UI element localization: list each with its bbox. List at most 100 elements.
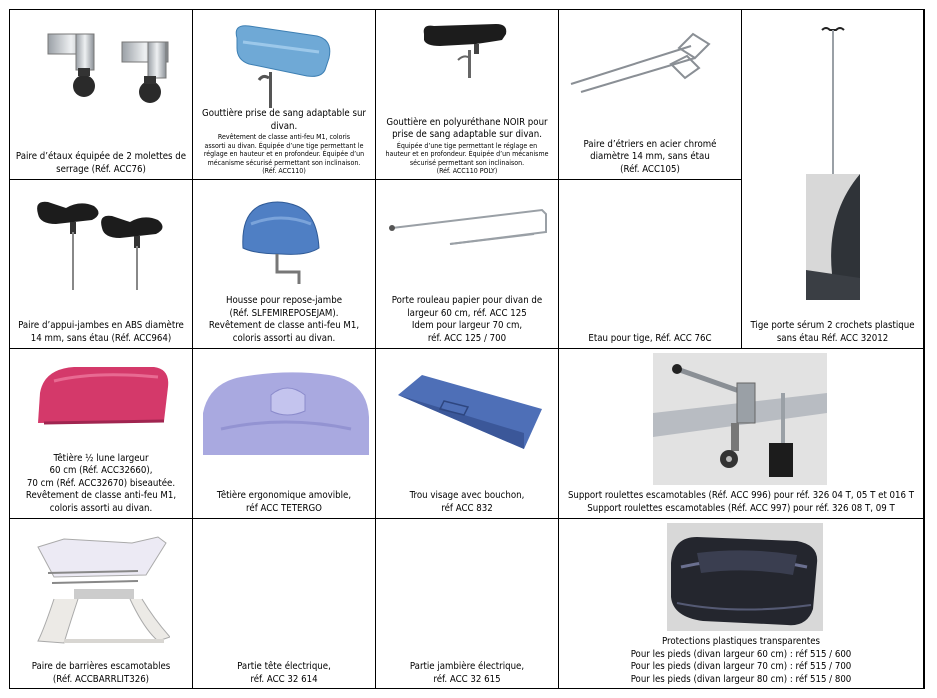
wheel-support-image	[653, 353, 827, 485]
caption-line: Paire de barrières escamotables	[31, 661, 171, 673]
caption-line: Têtière ergonomique amovible,	[216, 490, 352, 502]
caption-line: Revêtement de classe anti-feu M1,	[25, 490, 177, 502]
iv-pole-image	[802, 24, 862, 304]
leg-rest-cover-image	[237, 194, 327, 286]
cell-slfemireposejam: Housse pour repose-jambe(Réf. SLFEMIREPO…	[193, 180, 376, 349]
caption-line: réf. ACC 32 615	[433, 673, 501, 685]
retractable-barriers-image	[34, 533, 170, 645]
caption-line: assorti au divan. Équipée d’une tige per…	[204, 141, 364, 150]
cell-acc76c: Etau pour tige, Réf. ACC 76C	[559, 180, 742, 349]
vices-image	[38, 24, 178, 114]
caption-line: (Réf. ACCBARRLIT326)	[52, 673, 150, 685]
caption-line: Paire d’appui-jambes en ABS diamètre	[18, 320, 184, 332]
caption-line: sécurisé permettant son inclinaison.	[409, 158, 525, 167]
stirrups-image	[567, 28, 717, 98]
caption-line: 60 cm (Réf. ACC32660),	[49, 465, 153, 477]
caption-line: serrage (Réf. ACC76)	[56, 163, 146, 175]
half-moon-headrest-image	[34, 363, 174, 429]
caption-line: réf ACC TETERGO	[246, 502, 322, 514]
caption-line: Idem pour largeur 70 cm,	[411, 320, 523, 332]
cell-acc832: Trou visage avec bouchon,réf ACC 832	[376, 349, 559, 519]
face-hole-cushion-image	[392, 371, 548, 453]
caption-line: Etau pour tige, Réf. ACC 76C	[588, 332, 712, 344]
caption-slfemireposejam: Housse pour repose-jambe(Réf. SLFEMIREPO…	[193, 295, 375, 345]
caption-line: sans étau Réf. ACC 32012	[776, 332, 889, 344]
couch-edge-image	[806, 174, 860, 300]
caption-line: Partie jambière électrique,	[409, 661, 525, 673]
caption-line: réf ACC 832	[441, 502, 493, 514]
caption-line: Trou visage avec bouchon,	[409, 490, 525, 502]
caption-line: (Réf. ACC105)	[620, 163, 680, 175]
caption-line: hauteur et en profondeur. Équipée d’un m…	[385, 150, 549, 159]
leg-rests-image	[32, 192, 172, 292]
caption-line: mécanisme sécurisé permettant son inclin…	[207, 158, 361, 167]
caption-accbarrlit326: Paire de barrières escamotables(Réf. ACC…	[10, 661, 192, 686]
caption-tetergo: Têtière ergonomique amovible,réf ACC TET…	[193, 490, 375, 515]
foot-protection-image	[667, 523, 823, 631]
caption-line: Gouttière prise de sang adaptable sur	[202, 108, 366, 120]
caption-line: Partie tête électrique,	[237, 661, 331, 673]
caption-line: Protections plastiques transparentes	[661, 636, 821, 648]
cell-accbarrlit326: Paire de barrières escamotables(Réf. ACC…	[10, 519, 193, 689]
caption-line: Revêtement de classe anti-feu M1, colori…	[217, 133, 351, 142]
caption-acc832: Trou visage avec bouchon,réf ACC 832	[376, 490, 558, 515]
caption-acc32614: Partie tête électrique,réf. ACC 32 614	[193, 661, 375, 686]
caption-line: Housse pour repose-jambe	[225, 295, 343, 307]
cell-acc32615: Partie jambière électrique,réf. ACC 32 6…	[376, 519, 559, 689]
caption-line: Paire d’étaux équipée de 2 molettes de	[15, 151, 187, 163]
caption-line: Gouttière en polyuréthane NOIR pour	[386, 116, 548, 128]
caption-line: Têtière ½ lune largeur	[53, 452, 149, 464]
caption-line: diamètre 14 mm, sans étau	[590, 151, 710, 163]
caption-line: (Réf. SLFEMIREPOSEJAM).	[229, 307, 339, 319]
caption-line: réf. ACC 32 614	[250, 673, 318, 685]
caption-line: Pour les pieds (divan largeur 80 cm) : r…	[630, 673, 852, 685]
cell-acc996: Support roulettes escamotables (Réf. ACC…	[559, 349, 924, 519]
caption-line: Pour les pieds (divan largeur 60 cm) : r…	[630, 648, 852, 660]
caption-line: Paire d’étriers en acier chromé	[583, 138, 717, 150]
caption-line: Porte rouleau papier pour divan de	[391, 295, 543, 307]
caption-line: coloris assorti au divan.	[49, 502, 153, 514]
caption-line: Support roulettes escamotables (Réf. ACC…	[587, 502, 895, 514]
caption-line: Tige porte sérum 2 crochets plastique	[750, 320, 915, 332]
black-armrest-image	[420, 20, 510, 80]
caption-acc76c: Etau pour tige, Réf. ACC 76C	[559, 333, 741, 345]
caption-line: divan.	[270, 120, 298, 132]
caption-line: réglage en hauteur et en profondeur. Équ…	[203, 150, 365, 159]
paper-roll-holder-image	[386, 202, 552, 252]
caption-line: Équipée d’une tige permettant le réglage…	[396, 141, 538, 150]
ergonomic-headrest-image	[201, 359, 371, 455]
caption-line: (Réf. ACC110 POLY)	[436, 167, 498, 176]
caption-line: 70 cm (Réf. ACC32670) biseautée.	[26, 477, 176, 489]
caption-line: largeur 60 cm, réf. ACC 125	[407, 307, 527, 319]
caption-acc32615: Partie jambière électrique,réf. ACC 32 6…	[376, 661, 558, 686]
caption-line: 14 mm, sans étau (Réf. ACC964)	[30, 332, 172, 344]
caption-line: Support roulettes escamotables (Réf. ACC…	[567, 490, 915, 502]
cell-acc32614: Partie tête électrique,réf. ACC 32 614	[193, 519, 376, 689]
blue-armrest-image	[229, 18, 339, 110]
caption-line: (Réf. ACC110)	[262, 167, 306, 176]
caption-acc996: Support roulettes escamotables (Réf. ACC…	[559, 490, 923, 515]
caption-line: Pour les pieds (divan largeur 70 cm) : r…	[630, 661, 852, 673]
caption-line: prise de sang adaptable sur divan.	[392, 129, 542, 141]
caption-line: coloris assorti au divan.	[232, 332, 336, 344]
cell-tetergo: Têtière ergonomique amovible,réf ACC TET…	[193, 349, 376, 519]
caption-line: réf. ACC 125 / 700	[427, 332, 507, 344]
